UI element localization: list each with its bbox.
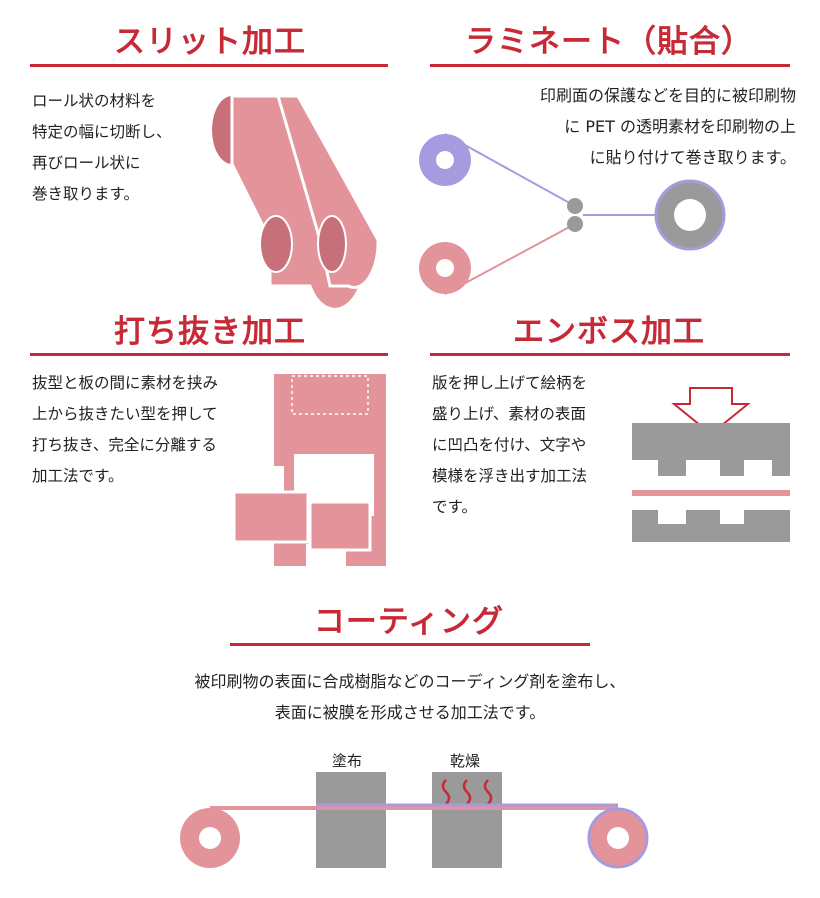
slit-title-rule [30,64,388,67]
emboss-line-5: です。 [432,498,477,516]
punch-title-rule [30,353,388,356]
punch-line-4: 加工法です。 [32,467,124,485]
laminate-nip-roller-bottom [567,216,583,232]
emboss-line-1: 版を押し上げて絵柄を [432,374,588,392]
emboss-line-4: 模様を浮き出す加工法 [432,467,588,485]
laminate-description: 印刷面の保護などを目的に被印刷物 に PET の透明素材を印刷物の上 に貼り付け… [420,80,796,173]
coating-apply-station [316,772,386,868]
punch-line-3: 打ち抜き、完全に分離する [32,436,217,454]
slit-bottom-roll-right [317,215,347,273]
slit-description: ロール状の材料を 特定の幅に切断し、 再びロール状に 巻き取ります。 [32,86,172,210]
punch-line-1: 抜型と板の間に素材を挟み [32,374,219,392]
emboss-line-3: に凹凸を付け、文字や [432,436,587,454]
punch-sheet-left [232,490,310,544]
laminate-diagram [419,133,726,295]
slit-diagram [212,94,380,311]
slit-bottom-roll-left [259,215,293,273]
emboss-title-rule [430,353,790,356]
coating-title: コーティング [313,604,505,640]
heat-wave-icon [441,779,493,805]
laminate-title: ラミネート（貼合） [465,24,753,60]
laminate-line-3: に貼り付けて巻き取ります。 [589,148,796,167]
punch-diagram [232,374,386,566]
slit-title: スリット加工 [114,24,306,60]
punch-cutter-outline [291,375,369,415]
laminate-nip-roller-top [567,198,583,214]
laminate-title-rule [430,64,790,67]
slit-band-right [276,94,380,289]
punch-description: 抜型と板の間に素材を挟み 上から抜きたい型を押して 打ち抜き、完全に分離する 加… [32,368,218,492]
coating-apply-label: 塗布 [332,752,363,770]
emboss-press-arrow-icon [671,387,751,436]
punch-line-2: 上から抜きたい型を押して [32,405,218,423]
coating-line-1: 被印刷物の表面に合成樹脂などのコーディング剤を塗布し、 [194,672,626,691]
slit-line-4: 巻き取ります。 [32,185,139,203]
coating-description: 被印刷物の表面に合成樹脂などのコーディング剤を塗布し、 表面に被膜を形成させる加… [100,666,720,728]
emboss-diagram [632,387,790,542]
emboss-lower-plate [632,510,790,542]
slit-line-3: 再びロール状に [32,154,141,172]
emboss-description: 版を押し上げて絵柄を 盛り上げ、素材の表面 に凹凸を付け、文字や 模様を浮き出す… [432,368,587,523]
laminate-line-2: に PET の透明素材を印刷物の上 [564,117,796,136]
emboss-title: エンボス加工 [513,314,705,350]
coating-diagram [180,772,649,869]
emboss-upper-plate [632,423,790,476]
slit-line-2: 特定の幅に切断し、 [32,123,172,141]
slit-line-1: ロール状の材料を [32,92,157,110]
coating-title-rule [230,643,590,646]
punch-title: 打ち抜き加工 [114,314,306,350]
punch-sheet-right [308,500,372,552]
coating-dry-label: 乾燥 [450,752,481,770]
emboss-material [632,490,790,496]
emboss-line-2: 盛り上げ、素材の表面 [432,405,586,423]
laminate-line-1: 印刷面の保護などを目的に被印刷物 [539,86,796,105]
coating-line-2: 表面に被膜を形成させる加工法です。 [274,703,546,722]
